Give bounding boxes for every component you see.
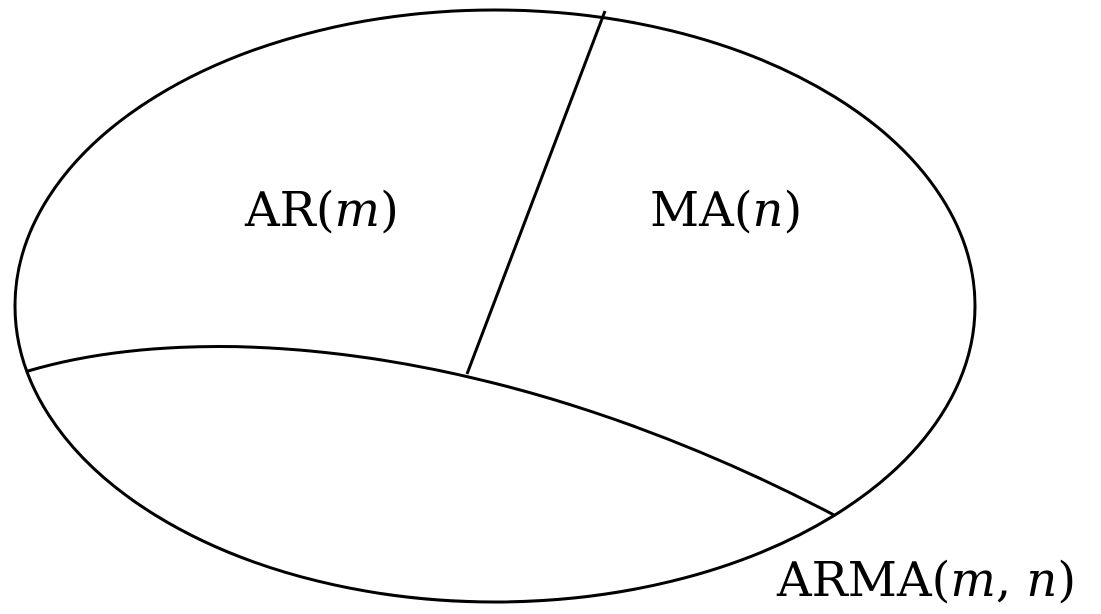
arma-ma-order-var: n: [1026, 552, 1058, 608]
ar-ma-divider-line: [465, 10, 607, 375]
ar-close-paren: ): [380, 182, 399, 238]
ma-close-paren: ): [783, 182, 803, 238]
ma-order-var: n: [752, 182, 784, 238]
ar-open-paren: (: [315, 182, 335, 238]
ma-open-paren: (: [733, 182, 753, 238]
arma-boundary-curve: [27, 345, 835, 517]
arma-open-paren: (: [931, 552, 951, 608]
ar-order-var: m: [334, 182, 381, 238]
arma-name: ARMA: [777, 552, 932, 608]
ma-region-label: MA(n): [650, 186, 802, 234]
arma-region-label: ARMA(m, n): [777, 556, 1076, 604]
ar-name: AR: [245, 182, 316, 238]
arma-close-paren: ): [1057, 552, 1077, 608]
ma-name: MA: [650, 182, 734, 238]
outer-ellipse: [13, 8, 977, 604]
ar-region-label: AR(m): [245, 186, 399, 234]
arma-ar-order-var: m: [950, 552, 996, 608]
arma-separator: ,: [995, 552, 1027, 608]
